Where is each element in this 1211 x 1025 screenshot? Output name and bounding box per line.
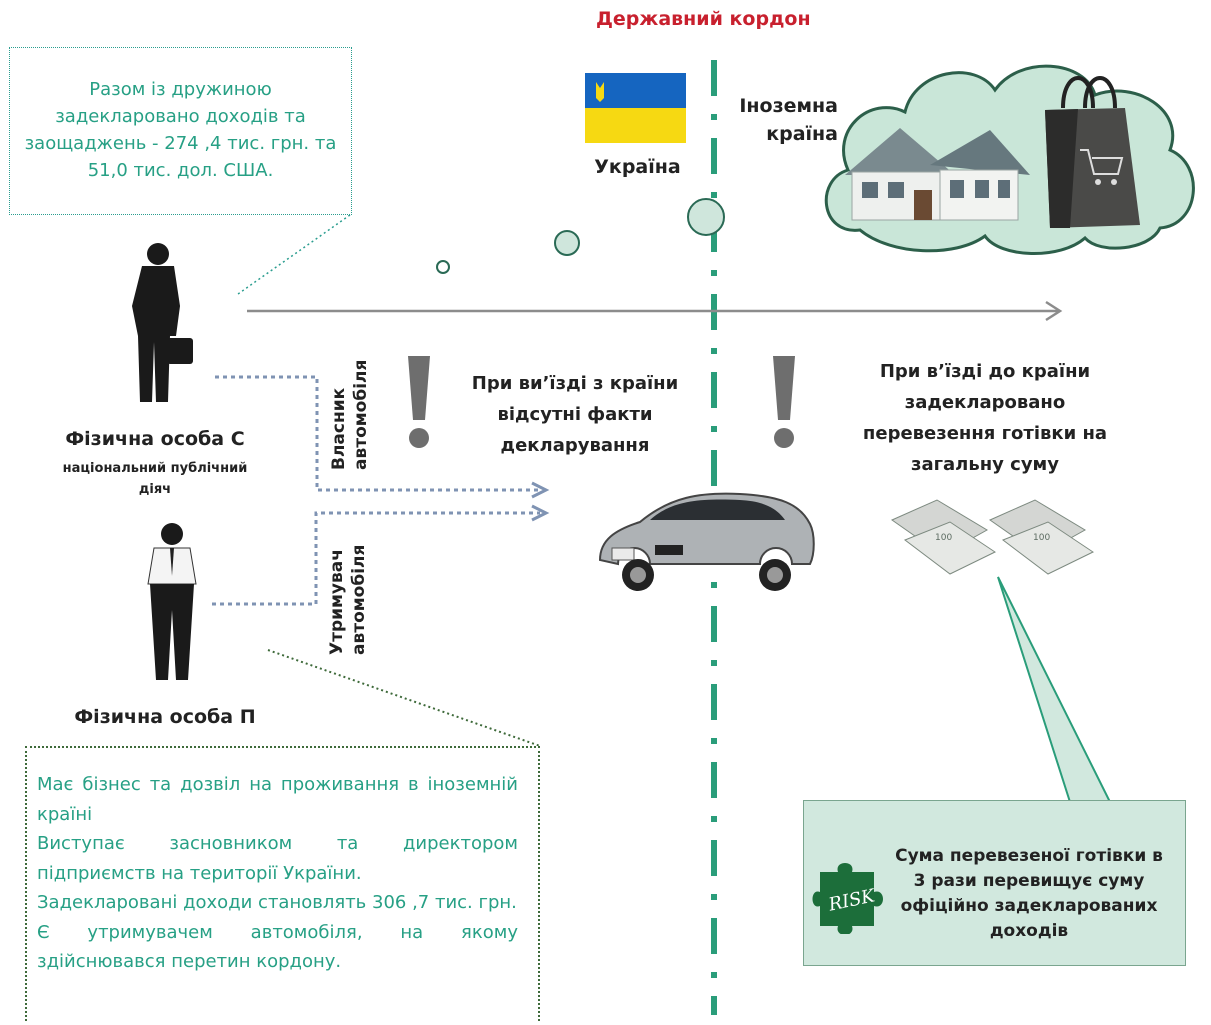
exit-note: При ви’їзді з країни відсутні факти декл… [450,368,700,461]
callout-bottom-line: Має бізнес та дозвіл на проживання в іно… [37,774,518,825]
risk-pointer [997,576,1112,803]
callout-top-text: Разом із дружиною задекларовано доходів … [24,79,337,181]
car-icon [598,492,815,591]
risk-text: Сума перевезеної готівки в 3 рази переви… [878,844,1180,944]
person-shirt-icon [147,523,197,680]
exclamation-icon-entry [773,356,795,448]
person-c-role-line2: діяч [138,482,172,497]
risk-text-line: 3 рази перевищує суму [913,871,1145,891]
risk-text-line: офіційно задекларованих [900,896,1158,916]
person-c-name: Фізична особа С [65,428,245,450]
exclamation-icon-exit [408,356,430,448]
bubble-large [687,198,725,236]
exit-note-line: При ви’їзді з країни [471,373,679,394]
holder-connector [212,511,540,606]
border-title: Державний кордон [596,8,811,30]
exit-note-line: декларування [500,435,650,456]
entry-note-line: загальну суму [910,454,1059,475]
holder-label: Утримувач автомобіля [326,523,370,655]
bubble-medium [554,230,580,256]
owner-label: Власник автомобіля [328,345,372,470]
person-c-role: національний публічний діяч [30,458,280,500]
exit-note-line: відсутні факти [497,404,653,425]
entry-note-line: При в’їзді до країни [879,361,1091,382]
foreign-line2: країна [766,123,838,145]
callout-bottom-line: Задекларовані доходи становлять 306 ,7 т… [37,892,517,913]
money-icon-1: 100 [890,499,997,575]
holder-line1: Утримувач [327,549,347,655]
person-p-name: Фізична особа П [74,706,256,728]
callout-bottom: Має бізнес та дозвіл на проживання в іно… [25,746,540,1021]
person-briefcase-icon [132,243,193,402]
callout-bottom-line: Є утримувачем автомобіля, на якому здійс… [37,921,518,973]
entry-note-line: перевезення готівки на [862,423,1108,444]
risk-text-line: доходів [989,921,1069,941]
svg-text:100: 100 [1033,533,1050,543]
holder-line2: автомобіля [349,544,369,655]
person-c-role-line1: національний публічний [62,461,248,476]
time-arrow [247,300,1063,322]
ukraine-label: Україна [594,156,681,178]
money-icon-2: 100 [988,499,1095,575]
owner-connector [215,375,540,492]
shopping-bag-icon [1045,76,1140,228]
puzzle-risk-icon: RISK [812,863,883,934]
svg-text:100: 100 [935,533,952,543]
callout-top: Разом із дружиною задекларовано доходів … [9,47,352,215]
entry-note-line: задекларовано [904,392,1066,413]
ukraine-flag-icon [585,73,686,143]
house-icon [845,128,1030,221]
owner-line1: Власник [329,387,349,470]
callout-bottom-pointer [267,649,541,747]
callout-bottom-line: Виступає засновником та директором підпр… [37,833,518,884]
entry-note: При в’їзді до країни задекларовано перев… [835,356,1135,480]
foreign-line1: Іноземна [739,95,838,117]
foreign-country-label: Іноземна країна [720,92,838,148]
bubble-small [436,260,450,274]
risk-text-line: Сума перевезеної готівки в [895,846,1163,866]
owner-line2: автомобіля [351,359,371,470]
